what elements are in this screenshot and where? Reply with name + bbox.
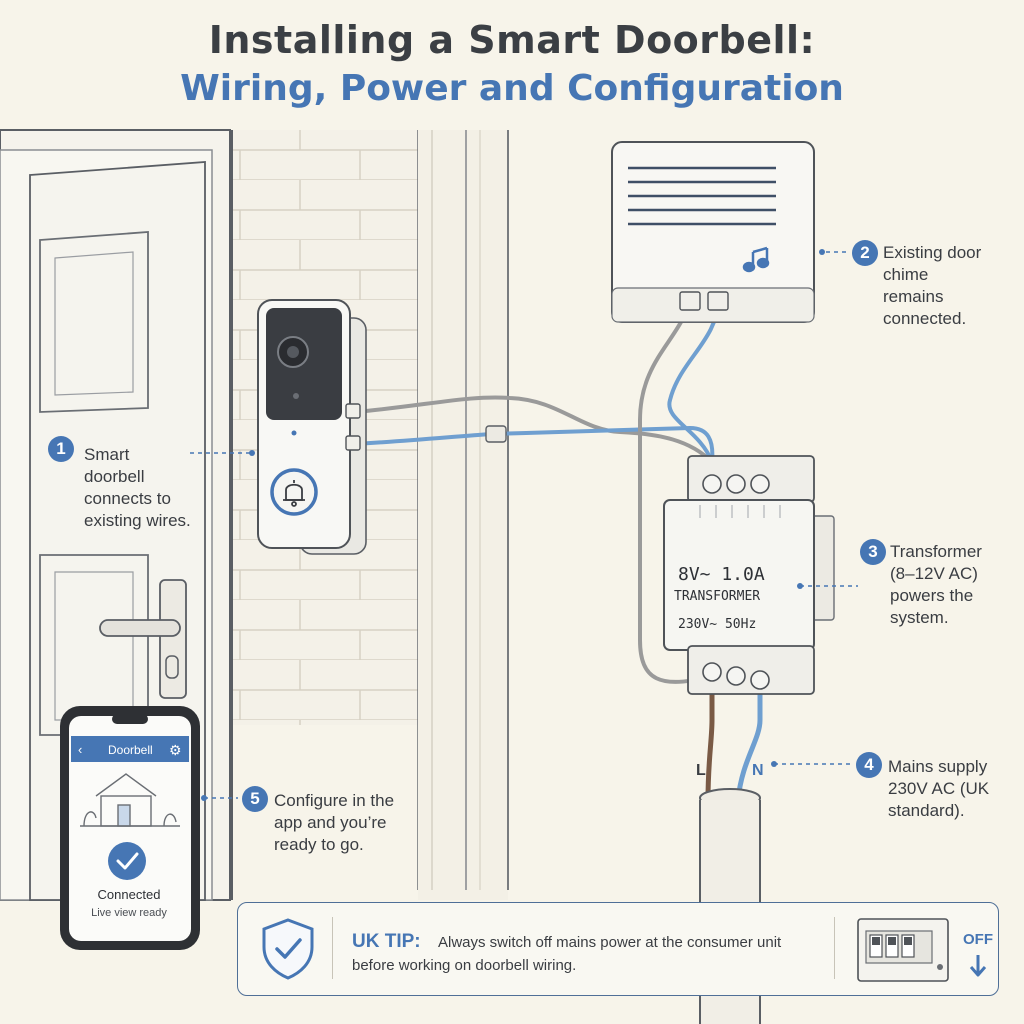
live-label: L [696, 762, 706, 779]
door-chime [612, 142, 814, 322]
gear-icon: ⚙ [169, 742, 182, 758]
door-handle-plate [160, 580, 186, 698]
callout-badge-3: 3 [860, 539, 886, 565]
doorbell-button [272, 470, 316, 514]
uk-tip-text: Always switch off mains power at the con… [352, 931, 812, 977]
transformer-top-screw-2 [727, 475, 745, 493]
transformer: 8V~ 1.0A TRANSFORMER 230V~ 50Hz [664, 456, 834, 694]
phone-back-icon: ‹ [78, 742, 82, 757]
phone-status: Connected [98, 887, 161, 902]
consumer-unit-icon [856, 917, 952, 983]
door-handle [100, 620, 180, 636]
transformer-top-screw-3 [751, 475, 769, 493]
callout-1-text: Smart doorbell connects to existing wire… [84, 444, 194, 532]
callout-badge-1: 1 [48, 436, 74, 462]
callout-3-text: Transformer (8–12V AC) powers the system… [890, 541, 1000, 629]
terminal-screw-2 [346, 436, 360, 450]
terminal-screw-1 [346, 404, 360, 418]
callout-badge-5: 5 [242, 786, 268, 812]
neutral-wire [738, 688, 760, 800]
phone-sub-status: Live view ready [91, 907, 167, 919]
neutral-label: N [752, 762, 764, 779]
cable-clip [486, 426, 506, 442]
callout-4-text: Mains supply 230V AC (UK standard). [888, 756, 1003, 822]
transformer-input: 230V~ 50Hz [678, 617, 756, 632]
uk-tip-box: Always switch off mains power at the con… [237, 902, 999, 996]
phone-header-title: Doorbell [108, 743, 153, 757]
callout-2-text: Existing door chime remains connected. [883, 242, 988, 330]
transformer-bottom-screw-2 [727, 667, 745, 685]
chime-terminal-1 [680, 292, 700, 310]
check-icon [108, 842, 146, 880]
live-wire [708, 688, 712, 800]
smart-doorbell [258, 300, 366, 554]
transformer-bottom-screw-1 [703, 663, 721, 681]
arrow-down-icon [968, 953, 988, 979]
shield-check-icon [260, 917, 316, 981]
transformer-rating: 8V~ 1.0A [678, 564, 765, 585]
transformer-top-screw-1 [703, 475, 721, 493]
chime-terminal-2 [708, 292, 728, 310]
callout-badge-4: 4 [856, 752, 882, 778]
transformer-label: TRANSFORMER [674, 589, 760, 604]
callout-badge-2: 2 [852, 240, 878, 266]
callout-5-text: Configure in the app and you’re ready to… [274, 790, 399, 856]
transformer-bottom-screw-3 [751, 671, 769, 689]
uk-tip-label: UK TIP: [352, 931, 421, 953]
wall-post [418, 130, 508, 900]
off-label: OFF [963, 931, 993, 948]
